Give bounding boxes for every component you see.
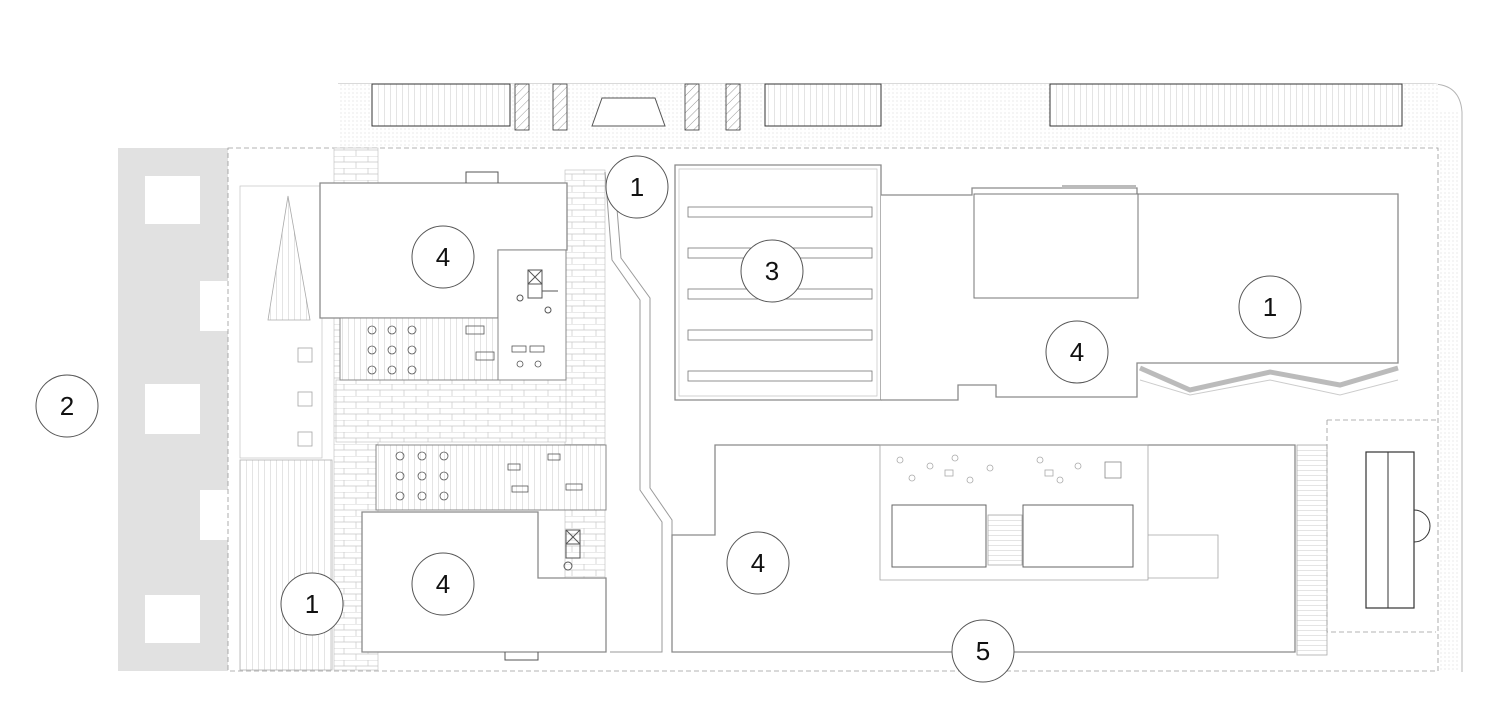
callout-labels: 1 1 1 2 3 4 4 4 [35,155,1302,683]
label-5-bottom: 5 [951,619,1015,683]
svg-text:4: 4 [436,569,450,599]
label-4-lower-center-building: 4 [726,531,790,595]
svg-text:4: 4 [1070,337,1084,367]
winding-path [604,171,673,653]
svg-text:3: 3 [765,256,779,286]
east-edge [1296,419,1436,656]
courtyard-planting [896,454,1122,484]
svg-text:4: 4 [436,242,450,272]
svg-text:4: 4 [751,548,765,578]
upper-left-building [319,171,568,381]
street-area [118,148,228,671]
label-1-upper-path: 1 [605,155,669,219]
label-1-right-building: 1 [1238,275,1302,339]
svg-text:1: 1 [630,172,644,202]
svg-text:1: 1 [305,589,319,619]
label-4-upper-left-building: 4 [411,225,475,289]
right-building [881,185,1399,401]
label-3-parking: 3 [740,239,804,303]
site-boundary [227,147,1439,672]
label-1-lower-left: 1 [280,572,344,636]
top-parking-stalls-right [1049,83,1403,127]
tables-lower-terrace [395,451,583,501]
top-boundary [338,83,1463,672]
lower-center-building [671,444,1296,653]
label-2-street: 2 [35,374,99,438]
lower-left-building [361,444,607,661]
tables-upper-terrace [367,325,545,375]
top-parking-stalls-left [371,83,882,131]
playground-upper [516,269,558,314]
label-4-right-building: 4 [1045,320,1109,384]
svg-text:5: 5 [976,636,990,666]
svg-text:2: 2 [60,391,74,421]
label-4-lower-left-building: 4 [411,552,475,616]
svg-text:1: 1 [1263,292,1277,322]
playground-lower [563,529,581,571]
